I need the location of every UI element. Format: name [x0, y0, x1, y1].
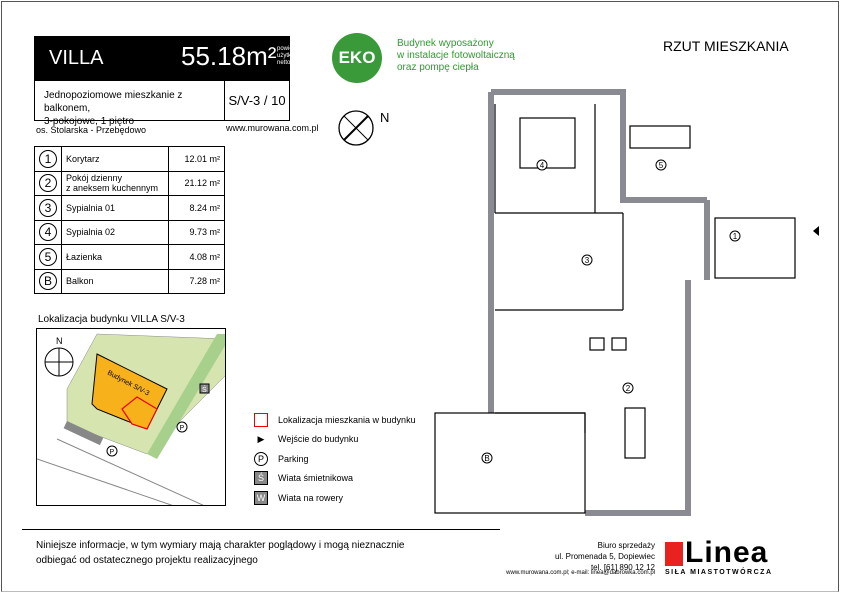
plan-title: RZUT MIESZKANIA	[663, 38, 789, 54]
linea-logo: Linea SIŁA MIASTOTWÓRCZA	[665, 536, 773, 576]
entrance-icon: ▶	[257, 433, 265, 444]
project-name: VILLA	[49, 47, 104, 69]
svg-text:4: 4	[540, 161, 545, 170]
svg-text:1: 1	[733, 232, 738, 241]
entrance-icon	[813, 226, 819, 236]
apartment-description: Jednopoziomowe mieszkanie z balkonem,3-p…	[35, 81, 225, 127]
legend-item: ▶Wejście do budynku	[254, 430, 416, 450]
compass-icon: N	[338, 110, 389, 146]
disclaimer: Niniejsze informacje, w tym wymiary mają…	[36, 540, 405, 566]
svg-text:N: N	[56, 336, 63, 346]
estate-name: os. Stolarska - Przebędowo	[36, 125, 147, 135]
footer-divider	[22, 529, 500, 530]
svg-text:B: B	[484, 454, 489, 463]
location-map: Budynek S/V-3 N P P Ś	[36, 328, 226, 506]
svg-text:Ś: Ś	[202, 385, 207, 394]
map-legend: Lokalizacja mieszkania w budynku ▶Wejści…	[254, 410, 416, 508]
svg-text:N: N	[380, 110, 389, 125]
svg-text:2: 2	[626, 384, 631, 393]
svg-text:5: 5	[659, 161, 664, 170]
apartment-area: 55.18m²	[181, 41, 277, 71]
svg-text:P: P	[180, 425, 185, 432]
bin-shelter-icon: Ś	[254, 471, 268, 486]
floor-plan: 1 2 3 4 5 B	[434, 89, 819, 516]
contact-info[interactable]: www.murowana.com.pl; e-mail: linea@dabro…	[506, 570, 655, 576]
apartment-location-icon	[254, 412, 268, 427]
eko-badge: EKO	[332, 33, 382, 83]
website[interactable]: www.murowana.com.pl	[226, 123, 319, 133]
apartment-code: S/V-3 / 10	[228, 93, 286, 108]
bike-shelter-icon: W	[254, 490, 268, 505]
svg-text:P: P	[110, 449, 115, 456]
parking-icon: P	[254, 451, 268, 466]
svg-text:3: 3	[585, 256, 590, 265]
location-title: Lokalizacja budynku VILLA S/V-3	[38, 314, 185, 325]
legend-item: Lokalizacja mieszkania w budynku	[254, 410, 416, 430]
